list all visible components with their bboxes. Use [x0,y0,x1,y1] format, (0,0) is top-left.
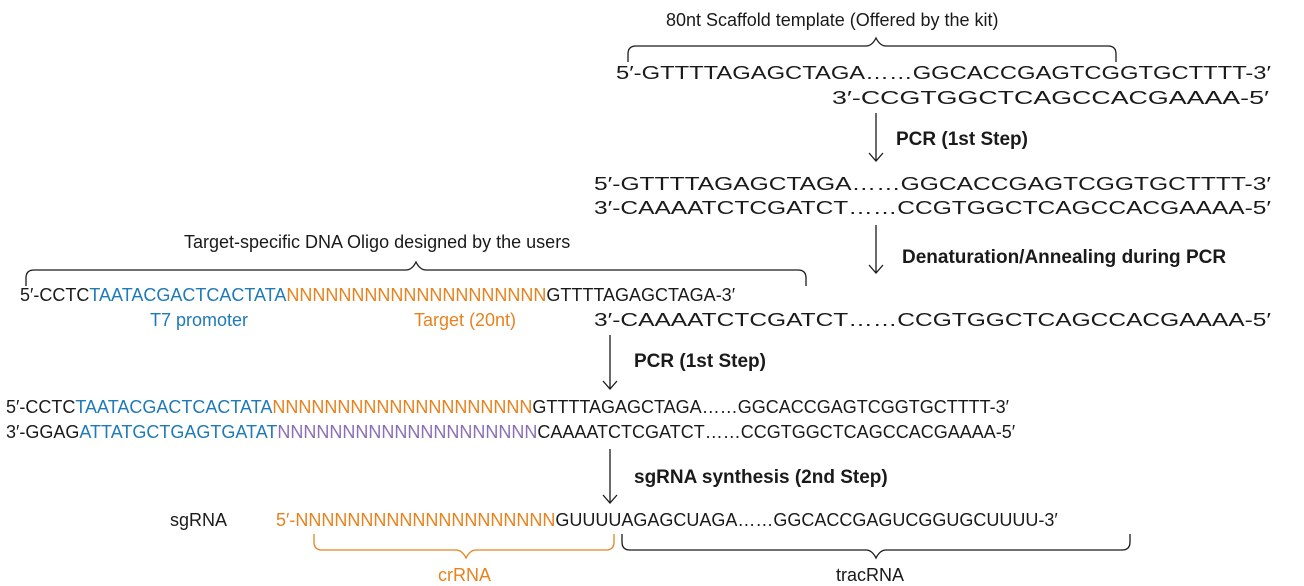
t7-promoter-label: T7 promoter [150,310,248,330]
scaffold-bottom-strand: 3′-CCGTGGCTCAGCCACGAAAA-5′ [832,88,1270,108]
scaffold-template-brace [627,36,1117,62]
crrna-label: crRNA [438,565,491,585]
template-bottom-target: NNNNNNNNNNNNNNNNNNNN [277,422,537,442]
step1-arrowhead-icon [868,152,884,162]
oligo-target: NNNNNNNNNNNNNNNNNNNN [286,285,546,305]
template-top-target: NNNNNNNNNNNNNNNNNNNN [272,397,532,417]
oligo-t7-promoter: TAATACGACTCACTATA [89,285,286,305]
step1-top-strand: 5′-GTTTTAGAGCTAGA……GGCACCGAGTCGGTGCTTTT-… [594,174,1272,194]
tracrna-label: tracRNA [836,565,904,585]
annealing-arrowhead-icon [868,264,884,274]
step2-arrowhead-icon [602,380,618,390]
oligo-bottom-strand: 3′-CAAAATCTCGATCT……CCGTGGCTCAGCCACGAAAA-… [594,310,1272,330]
oligo-sequence: 5′-CCTCTAATACGACTCACTATANNNNNNNNNNNNNNNN… [20,285,736,305]
step1-bottom-strand: 3′-CAAAATCTCGATCT……CCGTGGCTCAGCCACGAAAA-… [594,198,1272,218]
tracrna-brace [621,534,1131,560]
oligo-label: Target-specific DNA Oligo designed by th… [184,232,570,252]
template-bottom-suffix: CAAAATCTCGATCT……CCGTGGCTCAGCCACGAAAA-5′ [537,422,1015,442]
scaffold-template-label: 80nt Scaffold template (Offered by the k… [666,10,999,30]
synthesis-arrowhead-icon [602,494,618,504]
oligo-suffix: GTTTTAGAGCTAGA-3′ [546,285,735,305]
scaffold-top-strand: 5′-GTTTTAGAGCTAGA……GGCACCGAGTCGGTGCTTTT-… [616,63,1272,83]
oligo-prefix: 5′-CCTC [20,285,89,305]
step1-label: PCR (1st Step) [896,129,1028,150]
oligo-brace [25,260,807,286]
template-bottom-t7: ATTATGCTGAGTGATAT [79,422,277,442]
template-bottom-prefix: 3′-GGAG [6,422,79,442]
step2-label: PCR (1st Step) [634,351,766,372]
template-bottom-strand: 3′-GGAGATTATGCTGAGTGATATNNNNNNNNNNNNNNNN… [6,422,1016,442]
template-top-suffix: GTTTTAGAGCTAGA……GGCACCGAGTCGGTGCTTTT-3′ [532,397,1009,417]
sgrna-suffix: GUUUUAGAGCUAGA……GGCACCGAGUCGGUGCUUUU-3′ [555,510,1058,530]
sgrna-prefix: 5′- [276,510,295,530]
template-top-t7: TAATACGACTCACTATA [75,397,272,417]
sgrna-name: sgRNA [170,510,227,530]
synthesis-label: sgRNA synthesis (2nd Step) [634,467,888,488]
sgrna-sequence: 5′-NNNNNNNNNNNNNNNNNNNNGUUUUAGAGCUAGA……G… [276,510,1058,530]
template-top-strand: 5′-CCTCTAATACGACTCACTATANNNNNNNNNNNNNNNN… [6,397,1010,417]
sgrna-target: NNNNNNNNNNNNNNNNNNNN [295,510,555,530]
template-top-prefix: 5′-CCTC [6,397,75,417]
crrna-brace [313,534,615,560]
annealing-label: Denaturation/Annealing during PCR [902,247,1226,268]
target-label: Target (20nt) [414,310,516,330]
